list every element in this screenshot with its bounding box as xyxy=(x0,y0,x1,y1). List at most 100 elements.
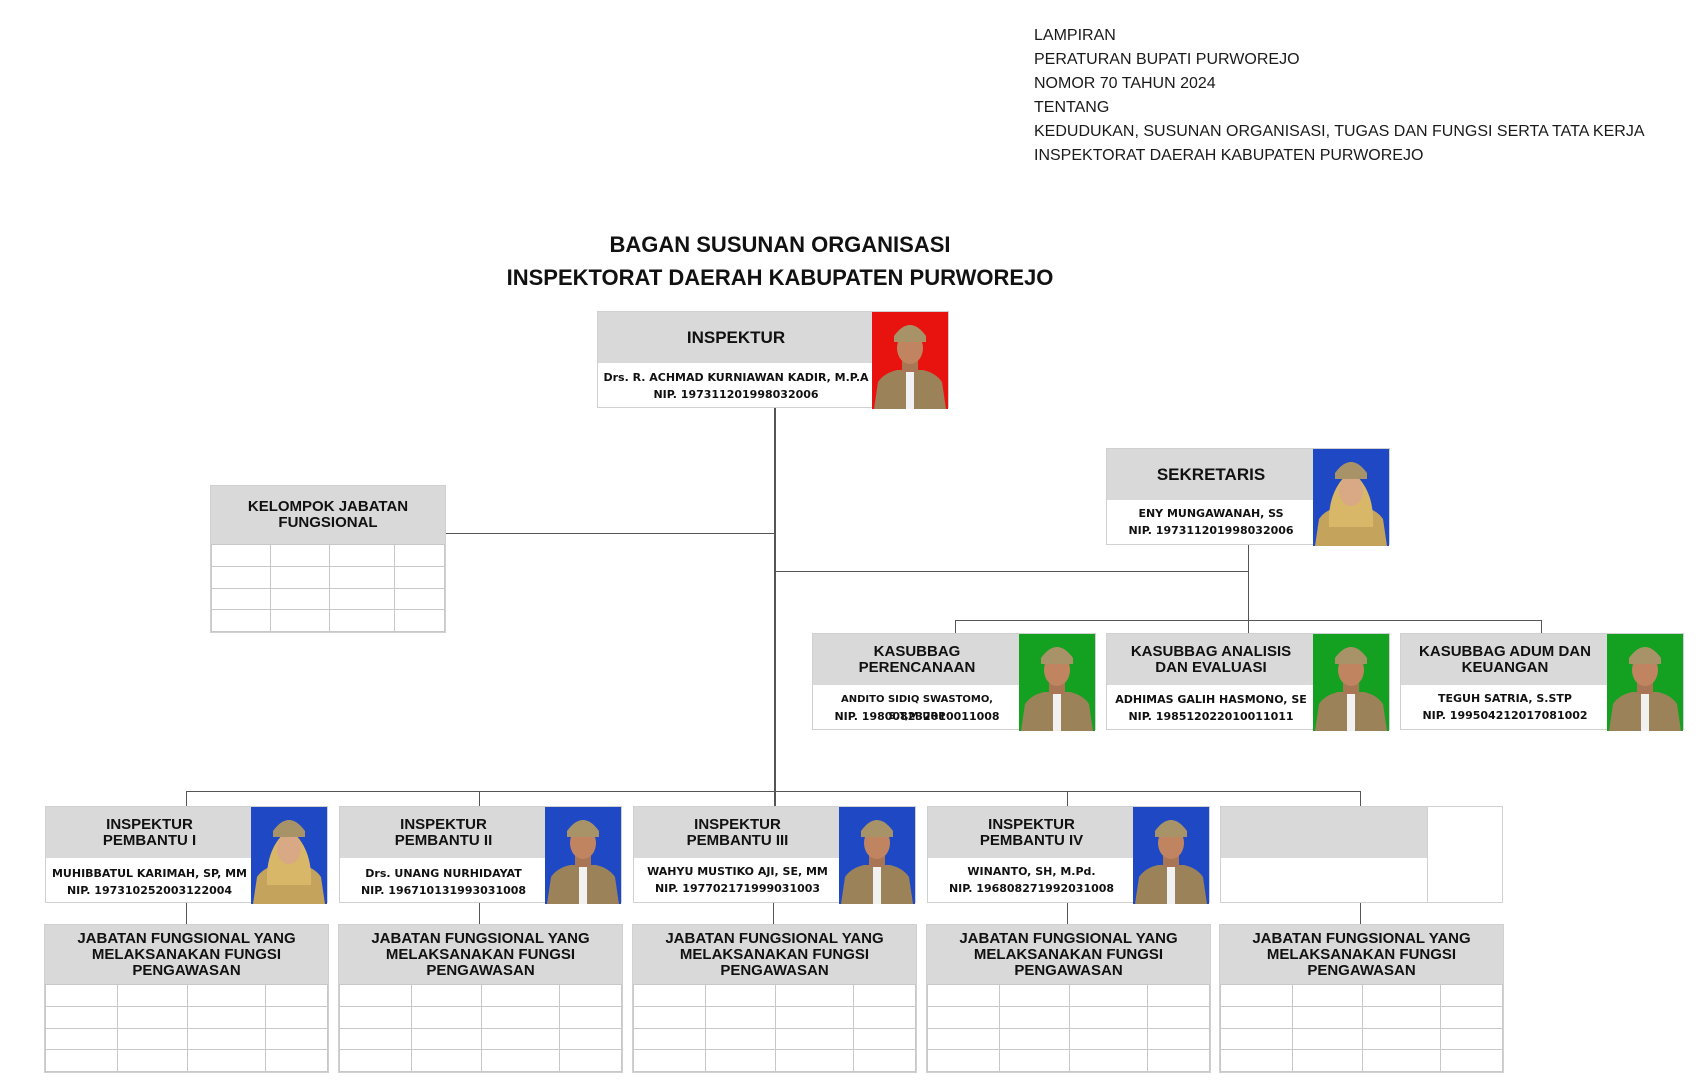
jabatan-fungsional-title-line: PENGAWASAN xyxy=(426,961,535,979)
lampiran-line: PERATURAN BUPATI PURWOREJO xyxy=(1034,51,1300,68)
pembantu-title xyxy=(1221,807,1428,858)
jabatan-fungsional-title-line: JABATAN FUNGSIONAL YANG xyxy=(1252,929,1471,947)
jabatan-fungsional-title-line: PENGAWASAN xyxy=(720,961,829,979)
jabatan-fungsional-box: JABATAN FUNGSIONAL YANG MELAKSANAKAN FUN… xyxy=(338,924,623,1073)
pembantu-title-line: PEMBANTU III xyxy=(686,831,789,849)
kasubbag-title: KASUBBAG ADUM DAN KEUANGAN xyxy=(1401,634,1609,685)
kasubbag-perencanaan-box: KASUBBAG PERENCANAAN ANDITO SIDIQ SWASTO… xyxy=(812,633,1096,731)
fungsional-grid xyxy=(45,984,328,1072)
sekretaris-name: ENY MUNGAWANAH, SS xyxy=(1138,507,1284,520)
official-photo xyxy=(1133,807,1209,904)
pembantu-nip: NIP. 196808271992031008 xyxy=(948,882,1115,895)
fungsional-grid xyxy=(211,544,445,632)
kasubbag-title-line: PERENCANAAN xyxy=(858,658,976,676)
jabatan-fungsional-title-line: MELAKSANAKAN FUNGSI xyxy=(91,945,282,963)
kasubbag-name: TEGUH SATRIA, S.STP xyxy=(1438,692,1572,705)
kasubbag-nip: NIP. 199504212017081002 xyxy=(1422,709,1588,722)
sekretaris-nip: NIP. 197311201998032006 xyxy=(1128,524,1294,537)
chart-title-line: BAGAN SUSUNAN ORGANISASI xyxy=(609,232,951,257)
jabatan-fungsional-title-line: JABATAN FUNGSIONAL YANG xyxy=(959,929,1178,947)
sekretaris-title: SEKRETARIS xyxy=(1107,449,1315,500)
pembantu-name: MUHIBBATUL KARIMAH, SP, MM xyxy=(51,867,248,880)
pembantu-title-line: INSPEKTUR xyxy=(400,815,487,833)
inspektur-pembantu-vacant-box xyxy=(1220,806,1503,903)
pembantu-name: WAHYU MUSTIKO AJI, SE, MM xyxy=(647,865,828,878)
connector-line xyxy=(1541,620,1542,633)
kasubbag-adum-keuangan-box: KASUBBAG ADUM DAN KEUANGAN TEGUH SATRIA,… xyxy=(1400,633,1684,731)
jabatan-fungsional-title: JABATAN FUNGSIONAL YANG MELAKSANAKAN FUN… xyxy=(927,925,1210,984)
pembantu-nip: NIP. 197310252003122004 xyxy=(66,884,233,897)
connector-line xyxy=(186,791,187,806)
pembantu-title-line: INSPEKTUR xyxy=(106,815,193,833)
pembantu-title: INSPEKTUR PEMBANTU III xyxy=(634,807,841,858)
jabatan-fungsional-title-line: MELAKSANAKAN FUNGSI xyxy=(385,945,576,963)
pembantu-title-line: INSPEKTUR xyxy=(988,815,1075,833)
inspektur-pembantu-i-box: INSPEKTUR PEMBANTU I MUHIBBATUL KARIMAH,… xyxy=(45,806,328,904)
official-photo xyxy=(1607,634,1683,731)
inspektur-pembantu-iii-box: INSPEKTUR PEMBANTU III WAHYU MUSTIKO AJI… xyxy=(633,806,916,904)
kelompok-title: KELOMPOK JABATAN FUNGSIONAL xyxy=(211,486,445,544)
connector-line xyxy=(1248,620,1249,633)
kasubbag-name: ANDITO SIDIQ SWASTOMO, S.T,M.URP xyxy=(841,694,993,722)
jabatan-fungsional-title-line: JABATAN FUNGSIONAL YANG xyxy=(371,929,590,947)
pembantu-title: INSPEKTUR PEMBANTU II xyxy=(340,807,547,858)
chart-title: BAGAN SUSUNAN ORGANISASI INSPEKTORAT DAE… xyxy=(430,228,1130,294)
connector-line xyxy=(1360,791,1361,806)
pembantu-title: INSPEKTUR PEMBANTU IV xyxy=(928,807,1135,858)
kasubbag-title-line: DAN EVALUASI xyxy=(1155,658,1267,676)
official-photo xyxy=(839,807,915,904)
kasubbag-title-line: KASUBBAG xyxy=(873,642,961,660)
jabatan-fungsional-title: JABATAN FUNGSIONAL YANG MELAKSANAKAN FUN… xyxy=(339,925,622,984)
fungsional-grid xyxy=(633,984,916,1072)
lampiran-line: INSPEKTORAT DAERAH KABUPATEN PURWOREJO xyxy=(1034,147,1424,164)
jabatan-fungsional-title-line: JABATAN FUNGSIONAL YANG xyxy=(77,929,296,947)
pembantu-nip: NIP. 197702171999031003 xyxy=(654,882,821,895)
inspektur-pembantu-ii-box: INSPEKTUR PEMBANTU II Drs. UNANG NURHIDA… xyxy=(339,806,622,904)
jabatan-fungsional-box: JABATAN FUNGSIONAL YANG MELAKSANAKAN FUN… xyxy=(44,924,329,1073)
pembantu-title-line: INSPEKTUR xyxy=(694,815,781,833)
inspektur-name: Drs. R. ACHMAD KURNIAWAN KADIR, M.P.A xyxy=(603,371,869,384)
official-photo xyxy=(251,807,327,904)
jabatan-fungsional-title-line: PENGAWASAN xyxy=(132,961,241,979)
connector-line xyxy=(186,902,187,924)
kelompok-title-line: FUNGSIONAL xyxy=(278,514,378,531)
pembantu-nip: NIP. 196710131993031008 xyxy=(360,884,527,897)
inspektur-title: INSPEKTUR xyxy=(598,312,874,363)
kasubbag-title-line: KASUBBAG ADUM DAN xyxy=(1419,642,1591,660)
jabatan-fungsional-title-line: MELAKSANAKAN FUNGSI xyxy=(973,945,1164,963)
connector-line xyxy=(775,571,1249,572)
kasubbag-title: KASUBBAG ANALISIS DAN EVALUASI xyxy=(1107,634,1315,685)
inspektur-pembantu-iv-box: INSPEKTUR PEMBANTU IV WINANTO, SH, M.Pd.… xyxy=(927,806,1210,904)
inspektur-box: INSPEKTUR Drs. R. ACHMAD KURNIAWAN KADIR… xyxy=(597,311,949,409)
kelompok-jabatan-fungsional-box: KELOMPOK JABATAN FUNGSIONAL xyxy=(210,485,446,633)
lampiran-line: LAMPIRAN xyxy=(1034,27,1116,44)
jabatan-fungsional-title-line: PENGAWASAN xyxy=(1307,961,1416,979)
divider xyxy=(1427,807,1428,902)
lampiran-header: LAMPIRAN PERATURAN BUPATI PURWOREJO NOMO… xyxy=(1034,24,1645,168)
fungsional-grid xyxy=(1220,984,1503,1072)
connector-line xyxy=(479,791,480,806)
connector-line xyxy=(445,533,775,534)
kasubbag-nip: NIP. 198512022010011011 xyxy=(1128,710,1294,723)
fungsional-grid xyxy=(927,984,1210,1072)
kasubbag-nip: NIP. 198008232010011008 xyxy=(834,710,1000,723)
jabatan-fungsional-box: JABATAN FUNGSIONAL YANG MELAKSANAKAN FUN… xyxy=(1219,924,1504,1073)
pembantu-title: INSPEKTUR PEMBANTU I xyxy=(46,807,253,858)
inspektur-nip: NIP. 197311201998032006 xyxy=(653,388,819,401)
chart-title-line: INSPEKTORAT DAERAH KABUPATEN PURWOREJO xyxy=(506,265,1054,290)
official-photo xyxy=(545,807,621,904)
pembantu-title-line: PEMBANTU II xyxy=(394,831,493,849)
official-photo xyxy=(1313,634,1389,731)
official-photo xyxy=(1313,449,1389,546)
connector-line xyxy=(1067,902,1068,924)
connector-line xyxy=(773,902,774,924)
pembantu-name: WINANTO, SH, M.Pd. xyxy=(967,865,1096,878)
pembantu-title-line: PEMBANTU I xyxy=(102,831,197,849)
lampiran-line: NOMOR 70 TAHUN 2024 xyxy=(1034,75,1216,92)
jabatan-fungsional-title-line: MELAKSANAKAN FUNGSI xyxy=(1266,945,1457,963)
jabatan-fungsional-box: JABATAN FUNGSIONAL YANG MELAKSANAKAN FUN… xyxy=(632,924,917,1073)
kelompok-title-line: KELOMPOK JABATAN xyxy=(247,498,409,515)
pembantu-name: Drs. UNANG NURHIDAYAT xyxy=(365,867,522,880)
jabatan-fungsional-title: JABATAN FUNGSIONAL YANG MELAKSANAKAN FUN… xyxy=(45,925,328,984)
jabatan-fungsional-title: JABATAN FUNGSIONAL YANG MELAKSANAKAN FUN… xyxy=(1220,925,1503,984)
